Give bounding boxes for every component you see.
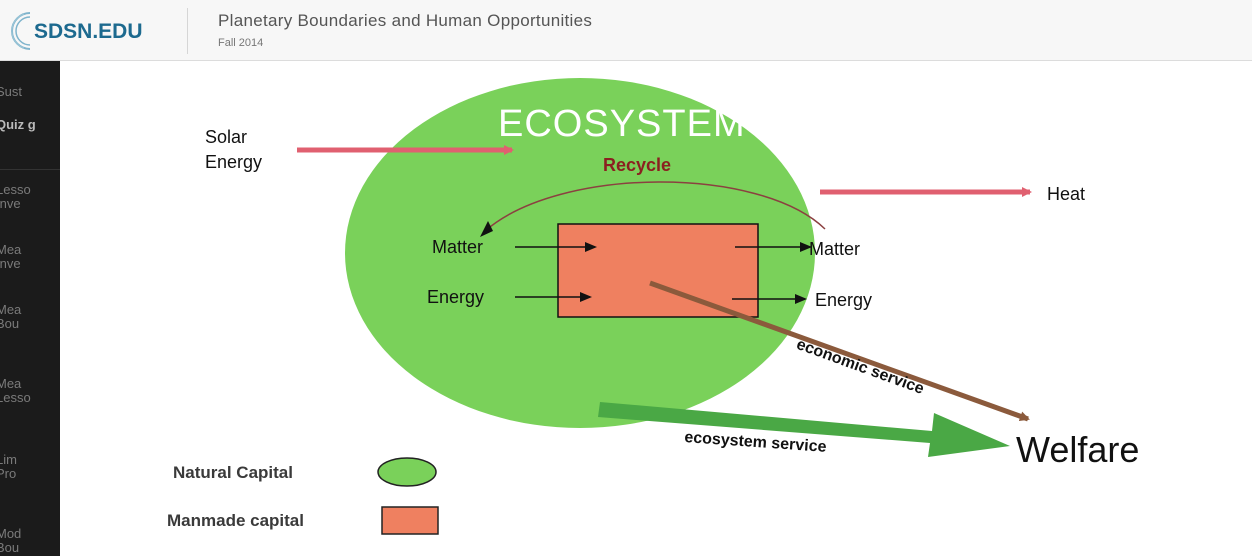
legend-manmade-swatch xyxy=(381,506,439,535)
globe-icon xyxy=(11,12,31,50)
sidebar-item[interactable]: Quiz g xyxy=(0,117,36,132)
sidebar-item[interactable]: Sust xyxy=(0,84,23,99)
sidebar-item[interactable]: Lesso xyxy=(0,182,31,197)
sidebar-item[interactable]: Lim xyxy=(0,452,17,467)
sidebar-item[interactable]: Bou xyxy=(0,540,20,555)
heat-label: Heat xyxy=(1047,184,1086,204)
header-divider xyxy=(187,8,188,54)
manmade-capital-box xyxy=(557,223,759,318)
sidebar-item[interactable]: Inve xyxy=(0,256,21,271)
matter-in-label: Matter xyxy=(432,237,484,257)
course-title: Planetary Boundaries and Human Opportuni… xyxy=(218,11,593,30)
logo-text: SDSN.EDU xyxy=(34,20,143,43)
recycle-label: Recycle xyxy=(603,155,672,175)
course-sidebar: Sust Quiz g Lesso Inve Mea Inve Mea Bou … xyxy=(0,61,60,556)
site-header: SDSN.EDU Planetary Boundaries and Human … xyxy=(0,0,1252,61)
energy-in-label: Energy xyxy=(427,287,485,307)
solar-energy-label-line1: Solar xyxy=(205,127,248,147)
sidebar-item[interactable]: Mea xyxy=(0,242,22,257)
sidebar-item[interactable]: Inve xyxy=(0,196,21,211)
solar-energy-label-line2: Energy xyxy=(205,152,263,172)
economic-service-arrow xyxy=(649,280,1030,422)
sdsn-logo[interactable]: SDSN.EDU xyxy=(10,10,180,52)
ecosystem-service-arrow xyxy=(598,402,1010,457)
sidebar-item[interactable]: Lesso xyxy=(0,390,31,405)
sidebar-item[interactable]: Mea xyxy=(0,376,22,391)
energy-out-label: Energy xyxy=(815,290,873,310)
sidebar-item[interactable]: Bou xyxy=(0,316,20,331)
welfare-label: Welfare xyxy=(1016,429,1140,470)
sidebar-item[interactable]: Mea xyxy=(0,302,22,317)
recycle-arrow xyxy=(484,181,826,232)
course-term: Fall 2014 xyxy=(218,37,264,49)
legend-manmade-label: Manmade capital xyxy=(167,511,304,530)
sidebar-item[interactable]: Pro xyxy=(0,466,17,481)
sidebar-item[interactable]: Mod xyxy=(0,526,22,541)
recycle-arrow-head xyxy=(480,221,493,237)
legend-natural-swatch xyxy=(377,457,437,487)
lecture-slide: ECOSYSTEM Solar Energy Recycle Heat Matt… xyxy=(60,61,1252,556)
ecosystem-label: ECOSYSTEM xyxy=(498,103,746,145)
sidebar-separator xyxy=(0,169,60,170)
matter-out-label: Matter xyxy=(809,239,861,259)
ecosystem-diagram xyxy=(297,78,1032,535)
legend-natural-label: Natural Capital xyxy=(173,463,293,482)
